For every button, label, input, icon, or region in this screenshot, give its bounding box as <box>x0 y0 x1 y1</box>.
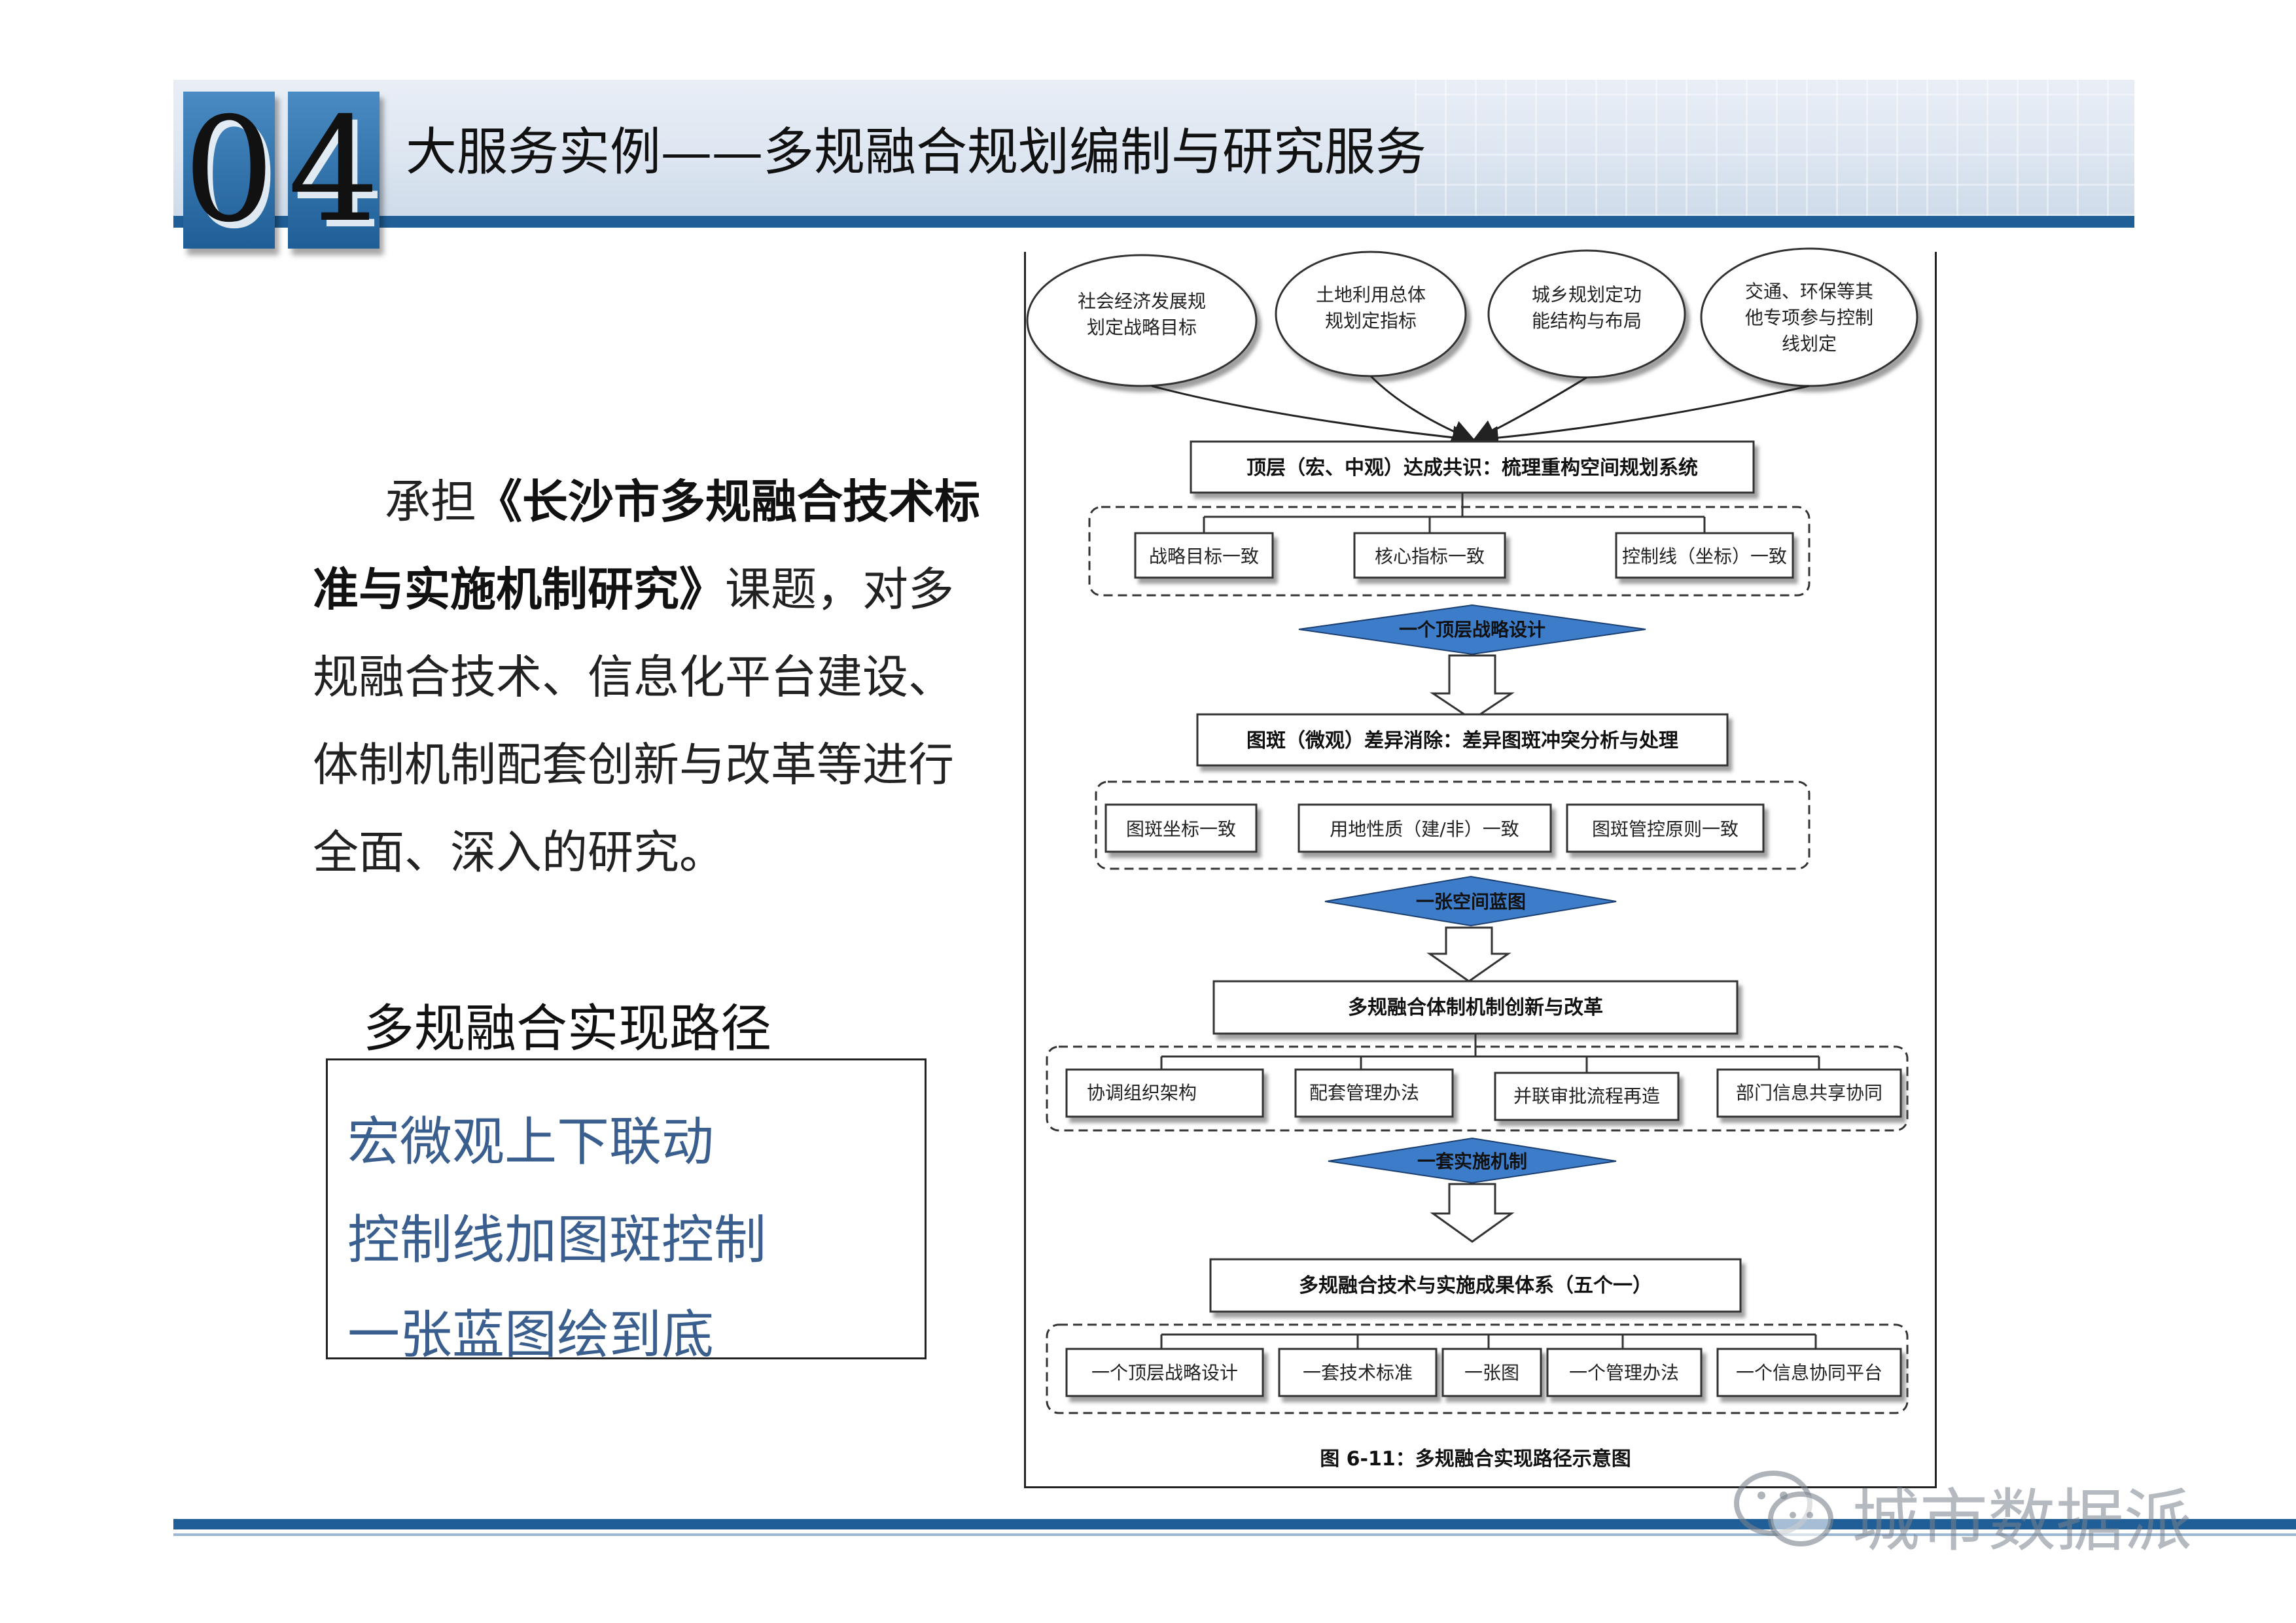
diamond-label: 一个顶层战略设计 <box>1399 619 1545 640</box>
level2-item-box <box>1104 803 1258 853</box>
ellipse-socioeconomic <box>1026 254 1258 387</box>
diamond-blueprint <box>1324 875 1617 927</box>
diamond-implementation <box>1328 1137 1617 1184</box>
level1-group <box>1088 506 1810 597</box>
level4-item: 一套技术标准 <box>1303 1362 1413 1384</box>
level4-item: 一张图 <box>1464 1362 1519 1384</box>
path-item: 控制线加图斑控制 <box>347 1210 766 1270</box>
level3-title: 多规融合体制机制创新与改革 <box>1348 996 1603 1019</box>
convergence-arrows <box>1151 375 1810 450</box>
footer-rule <box>173 1519 2296 1529</box>
level2-item: 图斑管控原则一致 <box>1592 818 1739 840</box>
path-heading: 多规融合实现路径 <box>363 1000 772 1058</box>
path-item: 一张蓝图绘到底 <box>347 1304 714 1365</box>
ellipse-label: 线划定 <box>1782 333 1837 355</box>
project-name: 《长沙市多规融合技术标准与实施机制研究》 <box>313 474 980 616</box>
level4-item-box <box>1441 1348 1542 1397</box>
ellipse-label: 他专项参与控制 <box>1745 307 1873 328</box>
diamond-label: 一张空间蓝图 <box>1416 891 1526 913</box>
level2-title: 图斑（微观）差异消除：差异图斑冲突分析与处理 <box>1246 729 1678 752</box>
level3-item-box <box>1716 1068 1902 1118</box>
digit-shadow: 0 <box>188 93 280 260</box>
down-arrow <box>1426 926 1511 983</box>
level4-item: 一个信息协同平台 <box>1736 1362 1882 1384</box>
level4-item-box <box>1716 1348 1902 1397</box>
level1-title-box <box>1190 440 1755 494</box>
level1-item-box <box>1134 532 1274 579</box>
path-box: 宏微观上下联动 控制线加图斑控制 一张蓝图绘到底 <box>326 1058 927 1365</box>
level4-item: 一个管理办法 <box>1569 1362 1679 1384</box>
section-number-digit-4: 4 4 <box>288 92 385 255</box>
ellipse-label: 规划定指标 <box>1325 310 1417 332</box>
level3-item-box <box>1065 1068 1264 1118</box>
source-ellipses: 社会经济发展规 划定战略目标 土地利用总体 规划定指标 城乡规划定功 能结构与布… <box>1026 247 1918 387</box>
level1-item-box <box>1615 532 1794 579</box>
down-arrow <box>1430 1183 1515 1243</box>
para-prefix: 承担 <box>385 475 476 529</box>
diamond-label: 一套实施机制 <box>1417 1151 1527 1172</box>
level3-item-box <box>1294 1068 1454 1118</box>
level4-item-box <box>1278 1348 1438 1397</box>
level3-item-box <box>1494 1072 1680 1121</box>
level1-item: 核心指标一致 <box>1375 546 1485 567</box>
level4-title: 多规融合技术与实施成果体系（五个一） <box>1299 1274 1652 1297</box>
level3-item: 部门信息共享协同 <box>1736 1082 1882 1104</box>
footer-rule-thin <box>173 1533 2296 1536</box>
level4-item-box <box>1065 1348 1264 1397</box>
level1-title: 顶层（宏、中观）达成共识：梳理重构空间规划系统 <box>1246 457 1698 480</box>
level2-item: 用地性质（建/非）一致 <box>1330 818 1519 840</box>
level2-title-box <box>1196 713 1729 767</box>
ellipse-label: 交通、环保等其 <box>1745 281 1873 302</box>
level3-title-box <box>1212 980 1739 1035</box>
wechat-icon <box>1734 1471 1833 1546</box>
para-suffix: 课题，对多规融合技术、信息化平台建设、体制机制配套创新与改革等进行全面、深入的研… <box>313 563 954 879</box>
level1-item-box <box>1353 532 1506 579</box>
level1-item: 控制线（坐标）一致 <box>1622 546 1787 567</box>
level3-item: 协调组织架构 <box>1087 1082 1197 1104</box>
level3-item: 配套管理办法 <box>1309 1082 1419 1104</box>
digit-shadow: 4 <box>293 93 385 260</box>
intro-paragraph: 承担《长沙市多规融合技术标准与实施机制研究》课题，对多规融合技术、信息化平台建设… <box>313 458 993 896</box>
level2-item-box <box>1566 803 1765 853</box>
header-band <box>173 80 2134 216</box>
diamond-top-strategy <box>1298 604 1646 655</box>
ellipse-label: 划定战略目标 <box>1087 317 1197 338</box>
level2-item: 图斑坐标一致 <box>1126 818 1236 840</box>
level4-item: 一个顶层战略设计 <box>1091 1362 1238 1384</box>
level4-group <box>1046 1323 1909 1414</box>
digit-text: 0 <box>183 86 275 254</box>
page-title: 大服务实例——多规融合规划编制与研究服务 <box>406 123 1427 182</box>
ellipse-label: 社会经济发展规 <box>1078 290 1206 312</box>
level1-item: 战略目标一致 <box>1149 546 1259 567</box>
level4-item-box <box>1546 1348 1703 1397</box>
level3-item: 并联审批流程再造 <box>1513 1085 1660 1107</box>
down-arrow <box>1430 654 1515 721</box>
section-number-digit-0: 0 0 <box>183 92 280 255</box>
digit-text: 4 <box>288 86 380 254</box>
header-grid-pattern <box>1415 80 2134 216</box>
watermark-text: 城市数据派 <box>1852 1481 2193 1561</box>
header-rule <box>173 216 2134 228</box>
figure-caption: 图 6-11：多规融合实现路径示意图 <box>1320 1448 1631 1471</box>
ellipse-label: 土地利用总体 <box>1316 284 1426 305</box>
level4-title-box <box>1209 1258 1742 1313</box>
ellipse-label: 城乡规划定功 <box>1532 284 1642 305</box>
path-item: 宏微观上下联动 <box>347 1111 714 1172</box>
ellipse-label: 能结构与布局 <box>1532 310 1642 332</box>
figure-frame <box>1024 252 1937 1488</box>
level2-item-box <box>1298 803 1552 853</box>
level3-group <box>1046 1045 1909 1132</box>
level2-group <box>1095 780 1810 870</box>
